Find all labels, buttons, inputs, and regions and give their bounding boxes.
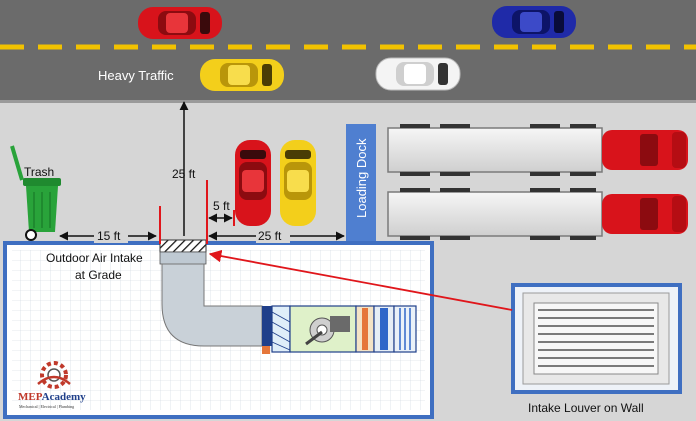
- car-offset-label: 5 ft: [213, 199, 230, 213]
- heavy-traffic-label: Heavy Traffic: [98, 68, 174, 83]
- intake-louver-label: Intake Louver on Wall: [528, 401, 644, 415]
- air-handling-unit: [159, 239, 417, 354]
- dock-distance-label: 25 ft: [258, 229, 282, 243]
- outdoor-air-intake-label-line2: at Grade: [75, 268, 122, 282]
- logo-tagline: Mechanical | Electrical | Plumbing: [19, 404, 74, 409]
- car-white-road: [375, 57, 461, 91]
- road: [0, 0, 696, 103]
- car-red-parked: [235, 140, 271, 226]
- louver-callout-arrow: [208, 249, 513, 311]
- car-blue-road: [492, 6, 576, 38]
- loading-dock: [346, 124, 376, 244]
- semi-truck-bottom: [387, 188, 688, 240]
- car-yellow-parked: [280, 140, 316, 226]
- trash-bin-icon: [10, 145, 61, 241]
- mepacademy-logo: MEPAcademy Mechanical | Electrical | Plu…: [18, 361, 86, 409]
- road-distance-label: 25 ft: [172, 167, 196, 181]
- loading-dock-label: Loading Dock: [354, 138, 369, 218]
- intake-louver-icon: [522, 292, 670, 385]
- outdoor-air-intake-label-line1: Outdoor Air Intake: [46, 251, 143, 265]
- trash-distance-label: 15 ft: [97, 229, 121, 243]
- semi-truck-top: [387, 124, 688, 176]
- car-yellow-road: [200, 59, 284, 91]
- car-red-road: [138, 7, 222, 39]
- logo-name-suffix: Academy: [42, 391, 86, 403]
- trash-label: Trash: [24, 165, 54, 179]
- svg-text:MEPAcademy: MEPAcademy: [18, 391, 86, 403]
- logo-name-prefix: MEP: [18, 391, 43, 403]
